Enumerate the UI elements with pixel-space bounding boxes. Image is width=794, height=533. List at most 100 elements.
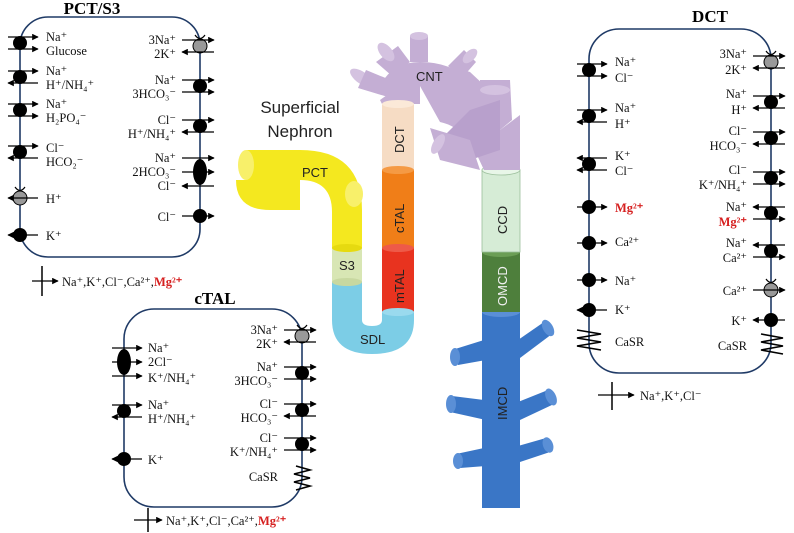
- atp-hydrolysis-icon: [765, 278, 777, 284]
- dct-baso-ca: Ca²⁺: [723, 251, 747, 265]
- dct-baso-k-nh4: K⁺/NH₄⁺: [699, 178, 747, 192]
- mtal-segment: [382, 244, 414, 312]
- ctal-apical-h-nh4: H⁺/NH₄⁺: [148, 412, 196, 426]
- dct-basolateral-transporters: 3Na⁺2K⁺Na⁺H⁺Cl⁻HCO₃⁻Cl⁻K⁺/NH₄⁺Na⁺Mg²⁺Na⁺…: [699, 47, 786, 355]
- ctal-casr-icon: [293, 465, 314, 491]
- ctal-baso-cl: Cl⁻: [260, 397, 278, 411]
- ctal-baso-na-k-pump-icon: [294, 328, 310, 344]
- pct-baso-cl-3: Cl⁻: [158, 210, 176, 224]
- dct-apical-k-2: K⁺: [615, 303, 631, 317]
- pct-apical-k: K⁺: [46, 229, 62, 243]
- transporter-icon: [295, 403, 309, 417]
- transporter-icon: [582, 157, 596, 171]
- label-cnt: CNT: [416, 69, 443, 84]
- pct-apical-cl: Cl⁻: [46, 141, 64, 155]
- dct-apical-ca: Ca²⁺: [615, 235, 639, 249]
- dct-baso-na-k-pump-icon: [763, 54, 779, 70]
- atp-hydrolysis-icon: [14, 186, 26, 192]
- ctal-baso-2k: 2K⁺: [256, 337, 278, 351]
- dct-cell-title: DCT: [692, 7, 729, 26]
- dct-paracellular-ions: Na⁺,K⁺,Cl⁻: [640, 389, 701, 403]
- pct-baso-na-2: Na⁺: [155, 151, 176, 165]
- ctal-baso-casr: CaSR: [249, 470, 279, 484]
- pct-baso-2k: 2K⁺: [154, 47, 176, 61]
- pct-baso-cl: Cl⁻: [158, 113, 176, 127]
- ctal-baso-k-nh4: K⁺/NH₄⁺: [230, 445, 278, 459]
- dct-apical-cl: Cl⁻: [615, 71, 633, 85]
- transporter-icon: [193, 79, 207, 93]
- dct-apical-casr-icon: [576, 329, 602, 351]
- pct-paracellular: Na⁺,K⁺,Cl⁻,Ca²⁺,Mg²⁺: [32, 266, 183, 296]
- dct-baso-h: H⁺: [731, 103, 747, 117]
- pct-baso-3na: 3Na⁺: [149, 33, 176, 47]
- nephron-title-line2: Nephron: [267, 122, 332, 141]
- label-sdl: SDL: [360, 332, 385, 347]
- svg-text:Na⁺,K⁺,Cl⁻,Ca²⁺,Mg²⁺: Na⁺,K⁺,Cl⁻,Ca²⁺,Mg²⁺: [62, 275, 183, 289]
- label-ccd: CCD: [495, 206, 510, 234]
- transporter-icon: [13, 70, 27, 84]
- pct-paracellular-ions: Na⁺,K⁺,Cl⁻,Ca²⁺,: [62, 275, 154, 289]
- label-mtal: mTAL: [392, 269, 407, 303]
- dct-baso-casr-icon: [760, 333, 784, 355]
- pct-cell-membrane: [19, 16, 201, 258]
- transporter-icon: [582, 63, 596, 77]
- ctal-paracellular-mg: Mg²⁺: [258, 514, 287, 528]
- transporter-icon: [764, 244, 778, 258]
- pct-apical-h2po4: H₂PO₄⁻: [46, 111, 86, 125]
- pct-apical-glucose: Glucose: [46, 44, 87, 58]
- pct-cell-title: PCT/S3: [64, 0, 121, 18]
- label-omcd: OMCD: [495, 266, 510, 306]
- dct-baso-mg: Mg²⁺: [719, 215, 748, 229]
- ctal-apical-k: K⁺: [148, 453, 164, 467]
- transporter-icon: [193, 119, 207, 133]
- pct-apical-na-1: Na⁺: [46, 30, 67, 44]
- transporter-icon: [13, 145, 27, 159]
- transporter-icon: [295, 437, 309, 451]
- cnt-segment: [350, 32, 520, 170]
- label-pct: PCT: [302, 165, 328, 180]
- ctal-baso-hco3: HCO₃⁻: [241, 411, 278, 425]
- pct-apical-hco2: HCO₂⁻: [46, 155, 83, 169]
- dct-apical-k: K⁺: [615, 149, 631, 163]
- ctal-baso-3na: 3Na⁺: [251, 323, 278, 337]
- pct-baso-na: Na⁺: [155, 73, 176, 87]
- dct-paracellular: Na⁺,K⁺,Cl⁻: [598, 382, 701, 410]
- dct-baso-cl: Cl⁻: [729, 124, 747, 138]
- ctal-segment: [382, 166, 414, 248]
- pct-baso-h-nh4: H⁺/NH₄⁺: [128, 127, 176, 141]
- label-ctal: cTAL: [392, 204, 407, 233]
- dct-apical-na-3: Na⁺: [615, 274, 636, 288]
- pct-baso-2hco3: 2HCO₃⁻: [132, 165, 176, 179]
- label-dct: DCT: [392, 126, 407, 153]
- pct-baso-na-k-pump-icon: [192, 38, 208, 54]
- pct-segment: [236, 150, 363, 252]
- dct-baso-casr: CaSR: [718, 339, 748, 353]
- dct-baso-3na: 3Na⁺: [720, 47, 747, 61]
- ctal-apical-k-nh4: K⁺/NH₄⁺: [148, 371, 196, 385]
- ctal-basolateral-transporters: 3Na⁺2K⁺Na⁺3HCO₃⁻Cl⁻HCO₃⁻Cl⁻K⁺/NH₄⁺CaSR: [230, 323, 317, 491]
- imcd-segment: [446, 307, 557, 508]
- svg-text:Na⁺,K⁺,Cl⁻,Ca²⁺,Mg²⁺: Na⁺,K⁺,Cl⁻,Ca²⁺,Mg²⁺: [166, 514, 287, 528]
- dct-baso-2k: 2K⁺: [725, 63, 747, 77]
- dct-apical-casr: CaSR: [615, 335, 645, 349]
- dct-apical-transporters: Na⁺Cl⁻Na⁺H⁺K⁺Cl⁻Mg²⁺Ca²⁺Na⁺K⁺CaSR: [576, 55, 645, 351]
- transporter-icon: [117, 404, 131, 418]
- transporter-icon: [764, 95, 778, 109]
- dct-baso-na-3: Na⁺: [726, 236, 747, 250]
- dct-baso-ca-2: Ca²⁺: [723, 284, 747, 298]
- transporter-icon: [295, 366, 309, 380]
- sdl-segment: [332, 282, 414, 354]
- pct-basolateral-transporters: 3Na⁺2K⁺Na⁺3HCO₃⁻Cl⁻H⁺/NH₄⁺Na⁺2HCO₃⁻Cl⁻Cl…: [128, 33, 215, 224]
- pct-apical-h: H⁺: [46, 192, 62, 206]
- transporter-icon: [582, 109, 596, 123]
- ccd-segment: [481, 164, 521, 253]
- ctal-baso-cl-2: Cl⁻: [260, 431, 278, 445]
- transporter-icon: [13, 36, 27, 50]
- dct-apical-na: Na⁺: [615, 55, 636, 69]
- dct-apical-na-2: Na⁺: [615, 101, 636, 115]
- ctal-cell: cTAL Na⁺2Cl⁻K⁺/NH₄⁺Na⁺H⁺/NH₄⁺K⁺ 3Na⁺2K⁺N…: [111, 289, 317, 532]
- label-s3: S3: [339, 258, 355, 273]
- nephron-title-line1: Superficial: [260, 98, 339, 117]
- dct-segment: [382, 100, 414, 170]
